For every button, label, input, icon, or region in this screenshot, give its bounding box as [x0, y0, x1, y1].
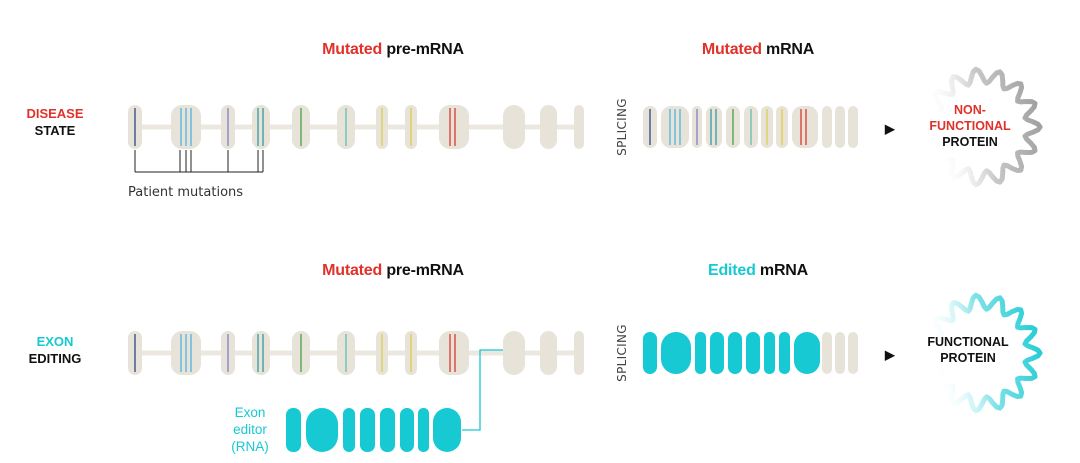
- disease-label-line1: DISEASE: [26, 106, 83, 121]
- editing-premrna-highlight: Mutated: [322, 262, 382, 279]
- editor-exon: [433, 408, 461, 452]
- editing-mrna-highlight: Edited: [708, 262, 756, 279]
- edited-exon: [764, 332, 775, 374]
- disease-splicing-label: SPLICING: [615, 98, 629, 156]
- edited-exon: [779, 332, 790, 374]
- patient-mutations-label: Patient mutations: [128, 185, 243, 200]
- exon: [540, 105, 557, 149]
- editor-label-line1: Exon: [235, 405, 266, 420]
- editor-connector-line: [462, 349, 503, 431]
- editor-label-line3: (RNA): [231, 439, 269, 454]
- disease-premrna-title: Mutated pre-mRNA: [322, 41, 464, 58]
- mrna-exon: [706, 106, 722, 148]
- exon: [252, 331, 270, 375]
- mrna-exon: [848, 332, 858, 374]
- mrna-exon: [835, 332, 845, 374]
- patient-mutation-ticks: [134, 150, 264, 173]
- disease-mrna-rest: mRNA: [762, 41, 815, 58]
- disease-premrna-strand: [128, 105, 584, 149]
- exon: [503, 105, 525, 149]
- protein-wave: [922, 292, 1043, 414]
- editing-mrna-rest: mRNA: [756, 262, 809, 279]
- editor-exon: [400, 408, 414, 452]
- editing-premrna-rest: pre-mRNA: [382, 262, 464, 279]
- disease-arrow-icon: ▶: [884, 122, 896, 136]
- functional-protein-icon: [922, 292, 1043, 414]
- edited-exon: [728, 332, 742, 374]
- disease-premrna-highlight: Mutated: [322, 41, 382, 58]
- editing-protein-line1: FUNCTIONAL: [927, 335, 1009, 349]
- edited-exon: [710, 332, 724, 374]
- exon: [439, 331, 469, 375]
- disease-protein-line3: PROTEIN: [942, 135, 998, 149]
- editing-premrna-strand: [128, 331, 584, 375]
- disease-mrna-highlight: Mutated: [702, 41, 762, 58]
- edited-exon: [643, 332, 657, 374]
- disease-mutated-mrna: [643, 106, 858, 148]
- disease-label-line2: STATE: [35, 123, 76, 138]
- mrna-exon: [822, 106, 832, 148]
- disease-protein-line1: NON-: [954, 103, 986, 117]
- edited-mrna: [643, 332, 858, 374]
- mrna-exon: [822, 332, 832, 374]
- editing-label-line1: EXON: [37, 334, 74, 349]
- intron-line: [128, 124, 584, 130]
- disease-mrna-title: Mutated mRNA: [702, 41, 815, 58]
- editor-exon: [380, 408, 395, 452]
- editing-protein-line2: PROTEIN: [940, 351, 996, 365]
- mrna-exon: [835, 106, 845, 148]
- disease-protein-line2: FUNCTIONAL: [929, 119, 1011, 133]
- mrna-exon: [848, 106, 858, 148]
- editing-label-line2: EDITING: [29, 351, 82, 366]
- intron-line: [128, 350, 584, 356]
- editor-exon: [306, 408, 338, 452]
- mrna-exon: [792, 106, 818, 148]
- exon: [574, 331, 584, 375]
- exon: [503, 331, 525, 375]
- protein-wave: [922, 66, 1043, 188]
- exon-editor-rna: [286, 408, 461, 452]
- disease-premrna-rest: pre-mRNA: [382, 41, 464, 58]
- exon: [439, 105, 469, 149]
- editor-exon: [360, 408, 375, 452]
- exon: [574, 105, 584, 149]
- edited-exon: [794, 332, 820, 374]
- edited-exon: [661, 332, 691, 374]
- editing-arrow-icon: ▶: [884, 348, 896, 362]
- editor-exon: [418, 408, 429, 452]
- editor-exon: [343, 408, 355, 452]
- edited-exon: [695, 332, 706, 374]
- editing-splicing-label: SPLICING: [615, 324, 629, 382]
- editor-label-line2: editor: [233, 422, 267, 437]
- editor-exon: [286, 408, 301, 452]
- exon: [540, 331, 557, 375]
- editing-mrna-title: Edited mRNA: [708, 262, 809, 279]
- editing-premrna-title: Mutated pre-mRNA: [322, 262, 464, 279]
- exon: [252, 105, 270, 149]
- edited-exon: [746, 332, 760, 374]
- nonfunctional-protein-icon: [922, 66, 1043, 188]
